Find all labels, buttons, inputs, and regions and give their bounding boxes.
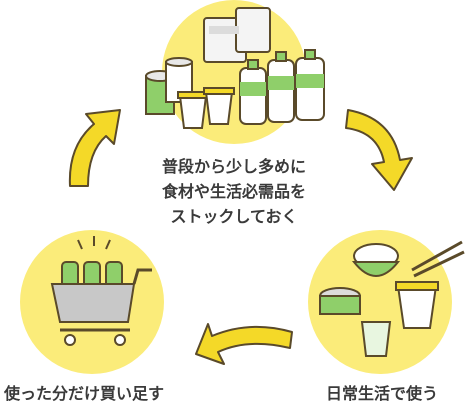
buy-label: 使った分だけ買い足す [4,384,165,403]
caption-line-1: 普段から少し多めに [161,157,306,176]
caption-line-2: 食材や生活必需品を [161,182,306,201]
cycle-arrow-icon [68,109,413,365]
meal-icon [308,230,465,374]
stockpile-icon [145,0,325,144]
use-label: 日常生活で使う [325,384,438,403]
shopping-cart-icon [20,230,164,374]
center-caption: 普段から少し多めに 食材や生活必需品を ストックしておく [124,154,344,229]
caption-line-3: ストックしておく [170,207,298,226]
